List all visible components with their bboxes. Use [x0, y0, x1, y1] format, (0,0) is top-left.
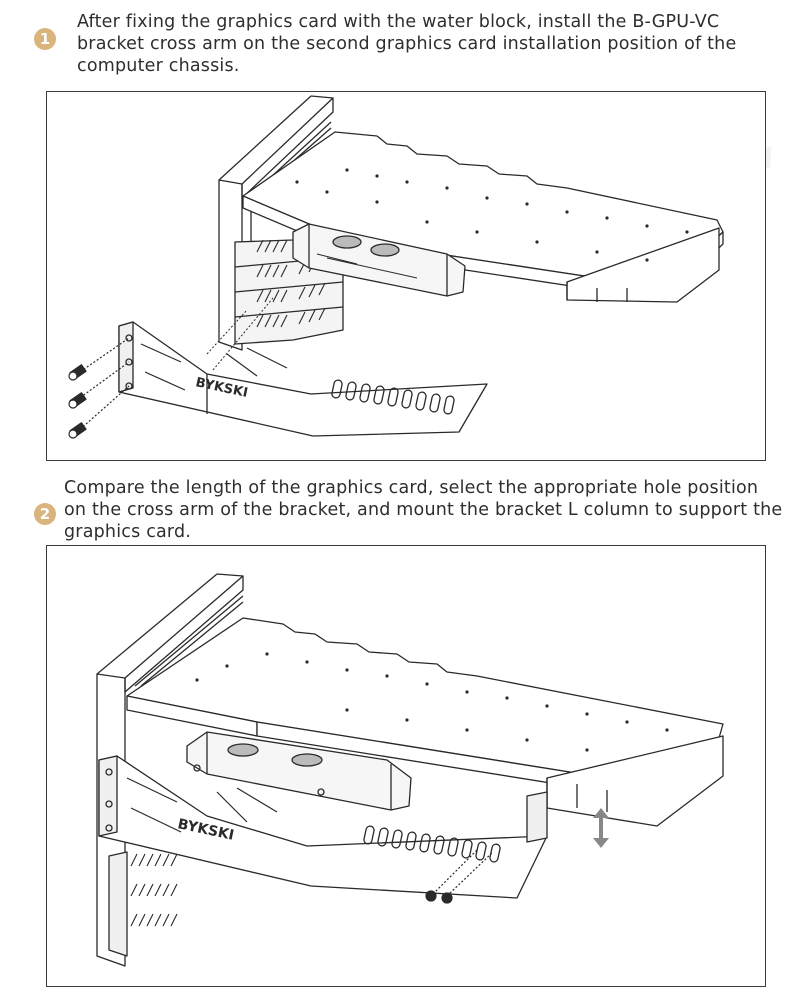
bracket-l-column	[526, 791, 548, 843]
gpu-bracket-install-diagram: BYKSKI	[68, 95, 724, 439]
cross-arm-holes	[331, 379, 455, 415]
water-block	[292, 223, 466, 297]
step-number-badge: 1	[34, 28, 56, 50]
screws	[68, 337, 130, 439]
step-number-badge: 2	[34, 503, 56, 525]
support-screws	[425, 849, 494, 904]
graphics-card	[126, 617, 724, 827]
adjust-arrow-icon	[593, 808, 609, 848]
bracket-cross-arm	[118, 321, 488, 437]
step-instruction: Compare the length of the graphics card,…	[64, 478, 783, 542]
step-2-illustration: BYKSKI	[46, 545, 766, 987]
cross-arm-holes	[363, 825, 501, 863]
water-block	[186, 731, 412, 811]
step-instruction: After fixing the graphics card with the …	[77, 12, 737, 76]
step-1-illustration: BYKSKI	[46, 91, 766, 461]
gpu-bracket-support-diagram: BYKSKI	[96, 573, 724, 967]
